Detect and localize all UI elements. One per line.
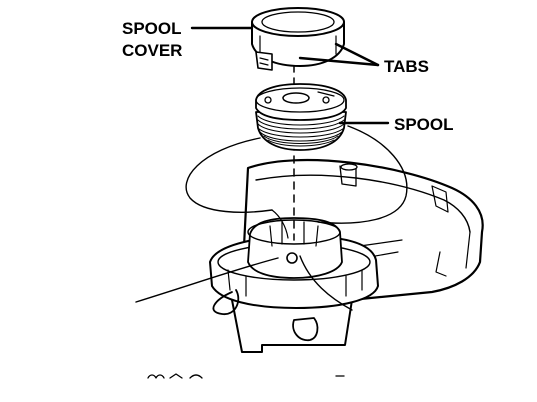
- spool-cover-label-line1: SPOOL: [122, 19, 182, 38]
- trimmer-line: [135, 125, 408, 311]
- spool-label: SPOOL: [394, 115, 454, 134]
- spool: [255, 83, 347, 151]
- tabs-label: TABS: [384, 57, 429, 76]
- trimmer-housing: [209, 158, 484, 353]
- spool-cover-label-line2: COVER: [122, 41, 182, 60]
- leader-lines: [190, 26, 390, 125]
- spool-cover: [251, 7, 345, 71]
- cropped-marks: [147, 373, 345, 379]
